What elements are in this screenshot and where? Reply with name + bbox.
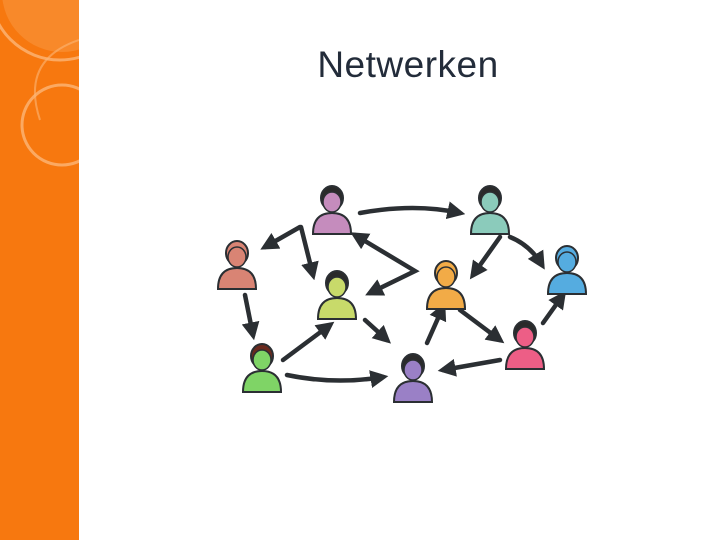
person-head [327,276,347,298]
person-head [403,359,423,381]
arrow [469,234,503,280]
person-figure [546,245,588,295]
person-figure [216,240,258,290]
person-body [216,266,258,290]
person-head [515,326,535,348]
arrow [362,317,391,344]
person-body [392,379,434,403]
side-accent-band [0,0,79,540]
person-body [241,369,283,393]
person-figure [425,260,467,310]
person-head [322,191,342,213]
person-body [425,286,467,310]
person-body [504,346,546,370]
person-figure [504,320,546,370]
people [216,185,588,403]
arrow [241,292,260,341]
arrow [507,234,545,270]
person-body [311,211,353,235]
arrow [284,370,389,388]
person-figure [241,343,283,393]
arrow [424,302,447,346]
person-figure [311,185,353,235]
arrow [298,224,319,281]
person-body [546,271,588,295]
arrow [280,321,335,363]
person-head [436,266,456,288]
person-figure [469,185,511,235]
arrow [457,307,505,344]
arrow [350,232,420,296]
people-network-illustration [216,185,588,403]
arrow [260,224,303,250]
connection-arrows [241,201,567,388]
person-body [469,211,511,235]
person-head [557,251,577,273]
arrow [437,357,503,377]
person-figure [316,270,358,320]
person-head [227,246,247,268]
arrow [357,201,466,220]
decorative-circles [0,0,79,167]
person-head [252,349,272,371]
person-figure [392,353,434,403]
person-body [316,296,358,320]
person-head [480,191,500,213]
slide-title: Netwerken [317,44,499,85]
arrow [540,290,567,326]
